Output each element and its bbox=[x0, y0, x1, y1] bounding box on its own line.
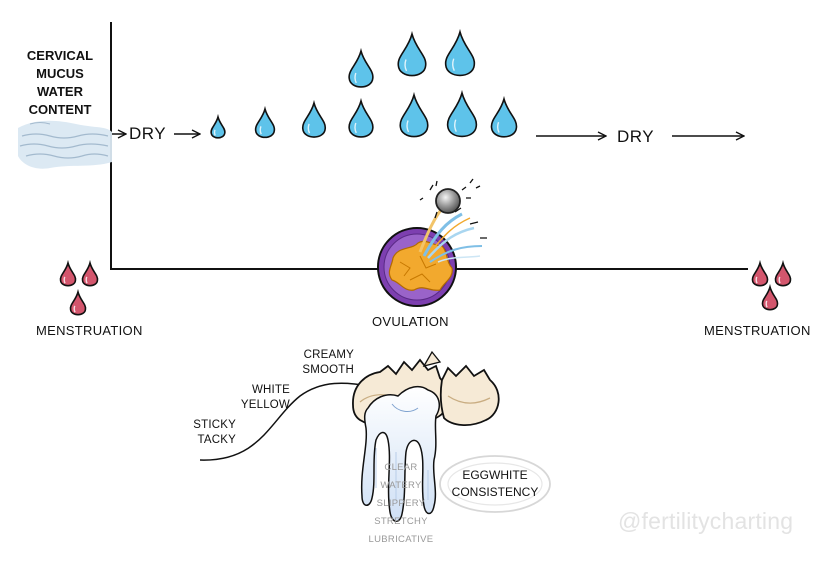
water-drop bbox=[254, 105, 276, 139]
water-drops bbox=[210, 28, 518, 139]
water-drop bbox=[397, 30, 427, 77]
stage-text: WHITE bbox=[251, 384, 290, 396]
quality-text: STRETCHY bbox=[374, 516, 428, 527]
menstruation-label-left: MENSTRUATION bbox=[36, 323, 143, 338]
blood-drop-highlight bbox=[765, 300, 768, 308]
stage-white-yellow: WHITE YELLOW bbox=[232, 383, 290, 413]
stage-text: CREAMY bbox=[303, 349, 354, 361]
water-drop bbox=[348, 97, 374, 138]
blood-drop-highlight bbox=[778, 276, 781, 284]
water-drop-highlight bbox=[404, 59, 408, 72]
blood-drop bbox=[81, 259, 99, 287]
water-drop bbox=[444, 28, 476, 77]
water-drop bbox=[446, 89, 478, 138]
blood-drops bbox=[59, 259, 792, 316]
y-axis-label: CERVICAL MUCUS WATER CONTENT bbox=[14, 47, 106, 119]
water-drop-highlight bbox=[452, 58, 455, 71]
stage-text: STICKY bbox=[193, 419, 236, 431]
stage-creamy-smooth: CREAMY SMOOTH bbox=[292, 348, 354, 378]
menstruation-label-right: MENSTRUATION bbox=[704, 323, 811, 338]
water-drop-highlight bbox=[307, 123, 311, 134]
eggwhite-consistency-label: EGGWHITE CONSISTENCY bbox=[445, 467, 545, 501]
blood-drop bbox=[761, 283, 779, 311]
ovulation-label: OVULATION bbox=[372, 314, 449, 329]
progression-curve bbox=[199, 383, 370, 461]
stage-text: TACKY bbox=[197, 434, 236, 446]
y-axis-label-line: CERVICAL bbox=[26, 48, 94, 63]
water-drop bbox=[399, 91, 429, 138]
blood-drop-highlight bbox=[755, 276, 758, 284]
blood-drop bbox=[59, 259, 77, 287]
eggwhite-badge bbox=[439, 455, 551, 513]
stage-sticky-tacky: STICKY TACKY bbox=[178, 418, 236, 448]
quality-text: LUBRICATIVE bbox=[368, 534, 434, 545]
ovulation-illustration bbox=[377, 178, 487, 307]
eggwhite-text: CONSISTENCY bbox=[451, 485, 539, 499]
water-splash bbox=[18, 120, 112, 169]
water-drop bbox=[302, 99, 326, 138]
blood-drop bbox=[774, 259, 792, 287]
eggshell-illustration bbox=[352, 350, 500, 522]
water-drop-highlight bbox=[496, 121, 500, 133]
quality-text: WATERY bbox=[380, 480, 422, 491]
stage-text: SMOOTH bbox=[302, 364, 354, 376]
blood-drop-highlight bbox=[63, 276, 66, 284]
y-axis-label-line: CONTENT bbox=[28, 102, 92, 117]
watermark: @fertilitycharting bbox=[618, 508, 794, 534]
blood-drop bbox=[751, 259, 769, 287]
dry-label-left: DRY bbox=[129, 124, 167, 143]
dry-label-right: DRY bbox=[617, 127, 655, 146]
blood-drop-highlight bbox=[73, 305, 76, 313]
water-drop-highlight bbox=[354, 72, 357, 84]
stage-text: YELLOW bbox=[240, 399, 290, 411]
water-drop-highlight bbox=[259, 126, 262, 135]
water-drop-highlight bbox=[454, 119, 457, 132]
quality-text: SLIPPERY bbox=[376, 498, 426, 509]
eggwhite-text: EGGWHITE bbox=[462, 468, 528, 482]
water-drop-highlight bbox=[354, 122, 357, 134]
quality-text: CLEAR bbox=[384, 462, 418, 473]
y-axis-label-line: MUCUS bbox=[36, 66, 84, 81]
blood-drop bbox=[69, 288, 87, 316]
water-drop bbox=[348, 47, 374, 88]
water-drop bbox=[490, 95, 518, 138]
water-drop-highlight bbox=[213, 129, 216, 136]
water-drop bbox=[210, 113, 226, 139]
blood-drop-highlight bbox=[85, 276, 88, 284]
water-drop-highlight bbox=[406, 120, 410, 133]
eggwhite-qualities-list: CLEAR WATERY SLIPPERY STRETCHY LUBRICATI… bbox=[360, 459, 442, 549]
y-axis-label-line: WATER bbox=[37, 84, 83, 99]
